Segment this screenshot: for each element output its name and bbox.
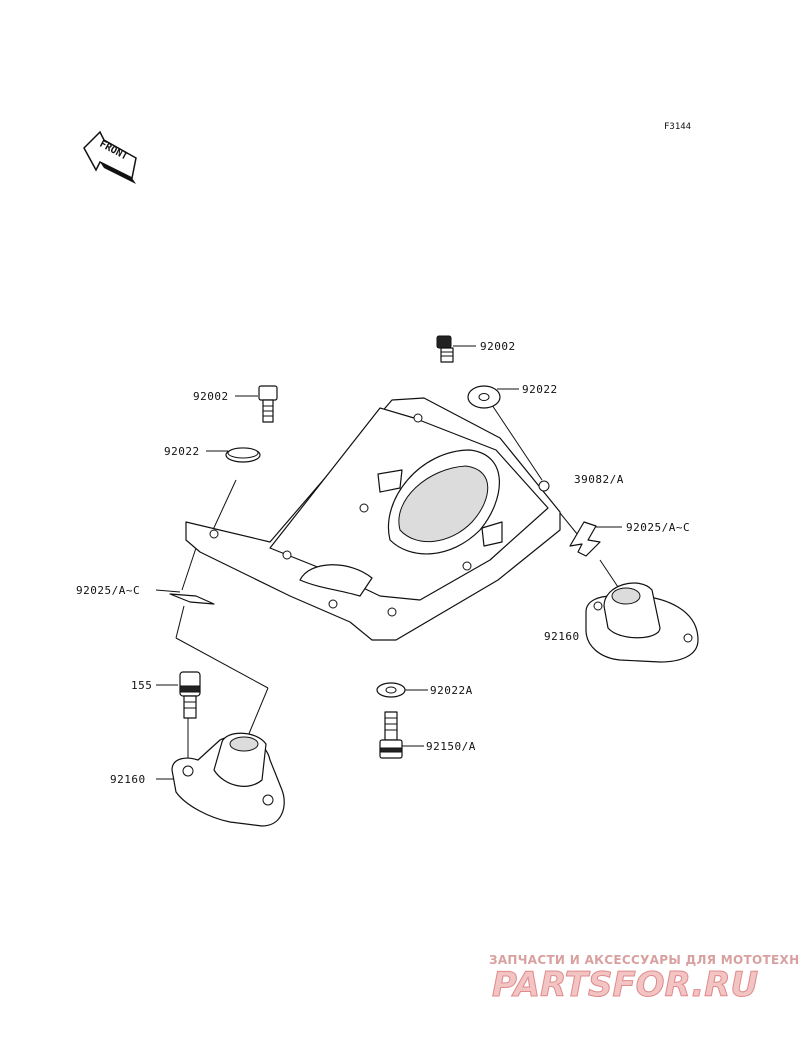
callout-92022A: 92022A xyxy=(430,684,473,697)
mount-92160-right xyxy=(585,582,699,663)
bolt-92002-left xyxy=(258,385,278,423)
callout-92022-left: 92022 xyxy=(164,445,200,458)
callout-92025-left: 92025/A~C xyxy=(76,584,140,597)
engine-mount-bracket xyxy=(185,397,561,641)
washer-92022-right xyxy=(467,385,501,409)
bolt-92002-top xyxy=(436,335,454,363)
bolt-92150A xyxy=(379,711,403,759)
watermark-tagline: ЗАПЧАСТИ И АКСЕССУАРЫ ДЛЯ МОТОТЕХНИКИ xyxy=(489,953,800,967)
callout-92002-left: 92002 xyxy=(193,390,229,403)
callout-92160-right: 92160 xyxy=(544,630,580,643)
figure-code: F3144 xyxy=(664,122,691,132)
callout-92160-left: 92160 xyxy=(110,773,146,786)
callout-92150A: 92150/A xyxy=(426,740,476,753)
clip-92025-right xyxy=(569,521,601,557)
washer-92022A xyxy=(376,682,406,698)
clip-92025-left xyxy=(169,593,215,605)
washer-92022-left xyxy=(225,447,261,463)
watermark: ЗАПЧАСТИ И АКСЕССУАРЫ ДЛЯ МОТОТЕХНИКИ PA… xyxy=(489,953,800,1006)
callout-92022-right: 92022 xyxy=(522,383,558,396)
callout-155: 155 xyxy=(131,679,152,692)
bolt-155 xyxy=(179,671,201,719)
callout-92002-top: 92002 xyxy=(480,340,516,353)
callout-92025-right: 92025/A~C xyxy=(626,521,690,534)
callout-39082A: 39082/A xyxy=(574,473,624,486)
watermark-logo: PARTSFOR.RU xyxy=(492,965,758,1005)
mount-92160-left xyxy=(171,732,285,827)
front-arrow-icon: FRONT xyxy=(83,130,137,184)
